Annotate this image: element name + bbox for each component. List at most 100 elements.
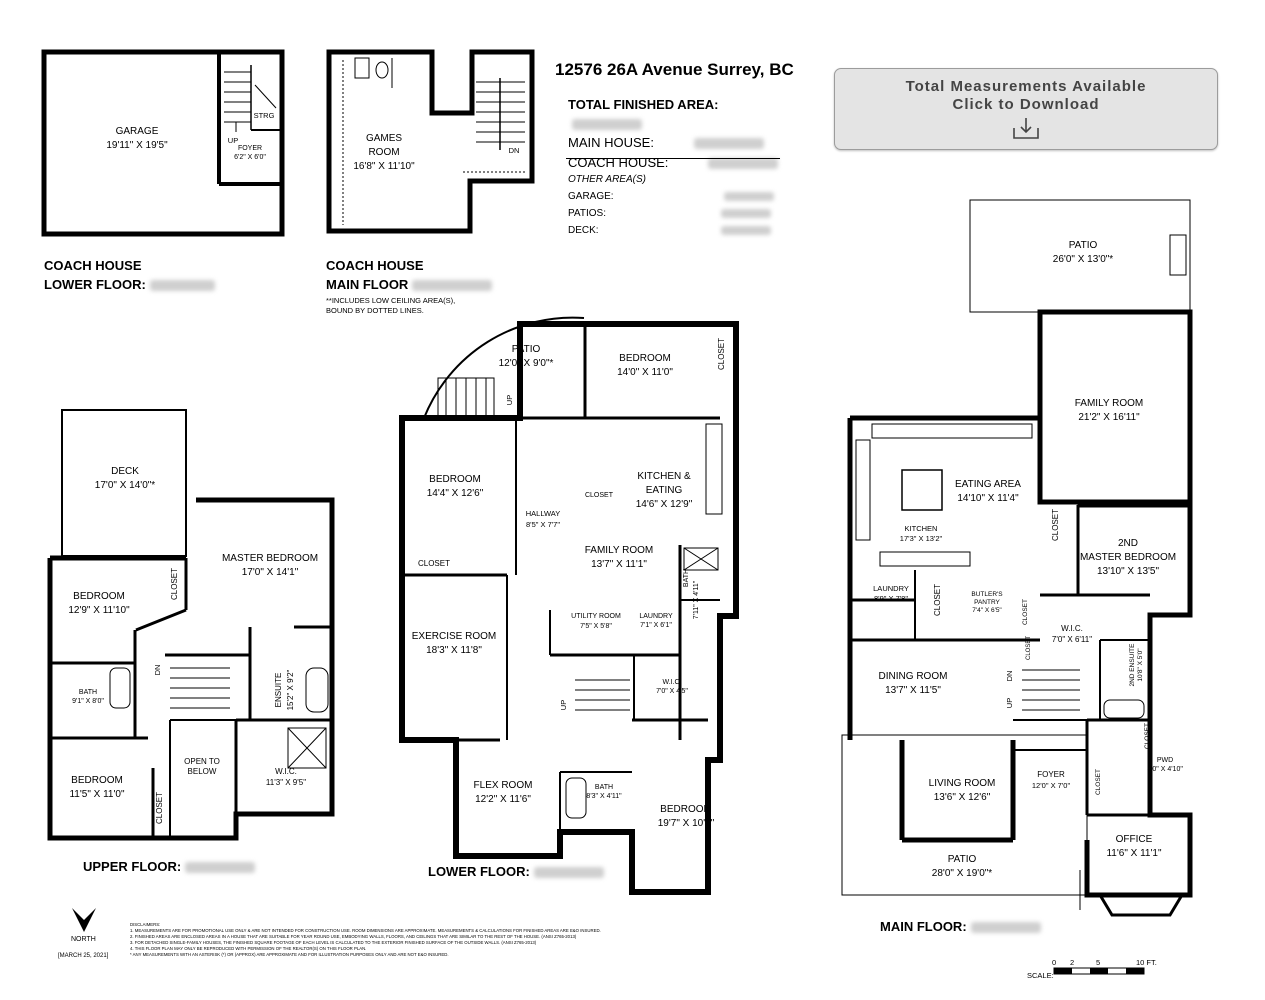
label-open-2: BELOW bbox=[188, 767, 217, 776]
label-wic-u: W.I.C. bbox=[275, 767, 297, 776]
dim-patio-l: 12'0" X 9'0"* bbox=[499, 358, 554, 369]
other-areas: OTHER AREA(S) GARAGE: PATIOS: DECK: bbox=[568, 171, 774, 239]
property-address: 12576 26A Avenue Surrey, BC bbox=[555, 60, 794, 79]
dim-bed-l3: 19'7" X 10'0" bbox=[658, 818, 715, 829]
plan-date: [MARCH 25, 2021] bbox=[58, 953, 109, 959]
label-dn-main: DN bbox=[1005, 671, 1014, 682]
label-laundry-l: LAUNDRY bbox=[639, 613, 673, 620]
label-open-1: OPEN TO bbox=[184, 757, 220, 766]
dim-eating: 14'10" X 11'4" bbox=[957, 493, 1019, 504]
garage-area-label: GARAGE: bbox=[568, 188, 774, 205]
lower-floor-title: LOWER FLOOR: bbox=[428, 862, 604, 881]
label-kitchen-l1: KITCHEN & bbox=[637, 471, 691, 482]
label-exercise: EXERCISE ROOM bbox=[412, 631, 496, 642]
dim-living: 13'6" X 12'6" bbox=[934, 792, 991, 803]
dim-wic-u: 11'3" X 9'5" bbox=[266, 778, 306, 787]
label-ensuite2: 2ND ENSUITE bbox=[1129, 643, 1136, 687]
dim-office: 11'6" X 11'1" bbox=[1106, 848, 1161, 859]
dim-deck: 17'0" X 14'0"* bbox=[95, 480, 156, 491]
label-dn-coach: DN bbox=[509, 146, 520, 155]
area-divider bbox=[566, 158, 780, 159]
label-bath-u: BATH bbox=[79, 689, 97, 696]
dim-kitchen-l: 14'6" X 12'9" bbox=[636, 499, 693, 510]
dim-ensuite: 15'2" X 9'2" bbox=[286, 669, 295, 710]
dim-bed-u1: 12'9" X 11'10" bbox=[68, 605, 130, 616]
low-ceiling-note: **INCLUDES LOW CEILING AREA(S),BOUND BY … bbox=[326, 296, 456, 315]
dim-kitchen-m: 17'3" X 13'2" bbox=[900, 534, 943, 543]
label-bath-l2: BATH bbox=[595, 784, 613, 791]
label-living: LIVING ROOM bbox=[929, 778, 996, 789]
patios-area-label: PATIOS: bbox=[568, 205, 774, 222]
main-floor-title: MAIN FLOOR: bbox=[880, 917, 1041, 936]
coach-main-title: COACH HOUSE MAIN FLOOR bbox=[326, 256, 493, 294]
label-closet-l1: CLOSET bbox=[717, 338, 726, 370]
label-family-m: FAMILY ROOM bbox=[1075, 398, 1144, 409]
dim-garage: 19'11" X 19'5" bbox=[106, 140, 168, 151]
dim-bed-l1: 14'0" X 11'0" bbox=[617, 367, 673, 378]
label-up-main: UP bbox=[1005, 698, 1014, 708]
label-closet-l2: CLOSET bbox=[418, 559, 450, 568]
label-laundry-m: LAUNDRY bbox=[873, 584, 909, 593]
label-up-coach: UP bbox=[228, 136, 238, 145]
label-utility: UTILITY ROOM bbox=[571, 613, 621, 620]
coach-lower-title: COACH HOUSE LOWER FLOOR: bbox=[44, 256, 215, 294]
scale-label: SCALE: bbox=[1027, 971, 1054, 980]
dim-ensuite2: 10'8" X 5'0" bbox=[1137, 648, 1144, 682]
dim-laundry-m: 8'9" X 7'8" bbox=[874, 594, 908, 603]
dim-bath-l2: 8'3" X 4'11" bbox=[586, 793, 622, 800]
label-patio-l: PATIO bbox=[512, 344, 541, 355]
download-measurements-button[interactable]: Total Measurements Available Click to Do… bbox=[834, 68, 1218, 150]
label-butler-1: BUTLER'S bbox=[971, 591, 1003, 598]
dim-family-l: 13'7" X 11'1" bbox=[591, 559, 647, 570]
label-strg: STRG bbox=[254, 111, 275, 120]
label-up-lower2: UP bbox=[559, 700, 568, 710]
label-master2-1: 2ND bbox=[1118, 538, 1138, 549]
label-office: OFFICE bbox=[1116, 834, 1153, 845]
other-areas-label: OTHER AREA(S) bbox=[568, 174, 646, 185]
dim-hallway: 8'5" X 7'7" bbox=[526, 520, 560, 529]
label-deck: DECK bbox=[111, 466, 139, 477]
label-closet-m6: CLOSET bbox=[1095, 769, 1102, 795]
dim-bed-l2: 14'4" X 12'6" bbox=[427, 488, 484, 499]
dim-foyer-coach: 6'2" X 6'0" bbox=[234, 154, 266, 161]
deck-area-label: DECK: bbox=[568, 222, 774, 239]
dim-foyer-m: 12'0" X 7'0" bbox=[1032, 781, 1071, 790]
label-closet-u1: CLOSET bbox=[170, 568, 179, 600]
label-closet-m4: CLOSET bbox=[1026, 636, 1032, 660]
label-flex: FLEX ROOM bbox=[474, 780, 533, 791]
dim-wic-m: 7'0" X 6'11" bbox=[1052, 635, 1092, 644]
dim-pwd: 5'0" X 4'10" bbox=[1147, 766, 1183, 773]
label-family-l: FAMILY ROOM bbox=[585, 545, 654, 556]
label-closet-l3: CLOSET bbox=[585, 492, 614, 499]
disclaimers: DISCLAIMERS: 1. MEASUREMENTS ARE FOR PRO… bbox=[130, 922, 601, 957]
label-closet-m2: CLOSET bbox=[933, 584, 942, 616]
label-foyer-coach: FOYER bbox=[238, 145, 262, 152]
dim-bath-u: 9'1" X 8'0" bbox=[72, 698, 104, 705]
scale-tick-0: 0 bbox=[1052, 958, 1056, 967]
label-wic-l: W.I.C. bbox=[662, 679, 681, 686]
label-garage: GARAGE bbox=[116, 126, 159, 137]
label-closet-u2: CLOSET bbox=[155, 792, 164, 824]
label-patio-m2: PATIO bbox=[948, 854, 977, 865]
dim-dining: 13'7" X 11'5" bbox=[885, 685, 941, 696]
label-closet-m3: CLOSET bbox=[1022, 599, 1029, 625]
upper-floor-title: UPPER FLOOR: bbox=[83, 857, 256, 876]
label-bath-l1: BATH bbox=[683, 569, 690, 587]
label-master2-2: MASTER BEDROOM bbox=[1080, 552, 1176, 563]
scale-bar: SCALE: 0 2 5 10 FT. bbox=[1027, 958, 1157, 980]
label-dining: DINING ROOM bbox=[879, 671, 948, 682]
north-arrow-icon bbox=[72, 908, 96, 932]
dim-family-m: 21'2" X 16'11" bbox=[1078, 412, 1140, 423]
dim-butler: 7'4" X 6'5" bbox=[972, 607, 1002, 614]
label-pwd: PWD bbox=[1157, 757, 1173, 764]
dim-utility: 7'5" X 5'8" bbox=[580, 623, 612, 630]
label-wic-m: W.I.C. bbox=[1061, 624, 1083, 633]
label-master: MASTER BEDROOM bbox=[222, 553, 318, 564]
download-line-2: Click to Download bbox=[952, 96, 1100, 113]
label-bed-u1: BEDROOM bbox=[73, 591, 125, 602]
label-games-1: GAMES bbox=[366, 133, 402, 144]
scale-tick-10: 10 FT. bbox=[1136, 958, 1157, 967]
label-butler-2: PANTRY bbox=[974, 599, 1000, 606]
label-bed-l3: BEDROOM bbox=[660, 804, 712, 815]
dim-laundry-l: 7'1" X 6'1" bbox=[640, 622, 672, 629]
